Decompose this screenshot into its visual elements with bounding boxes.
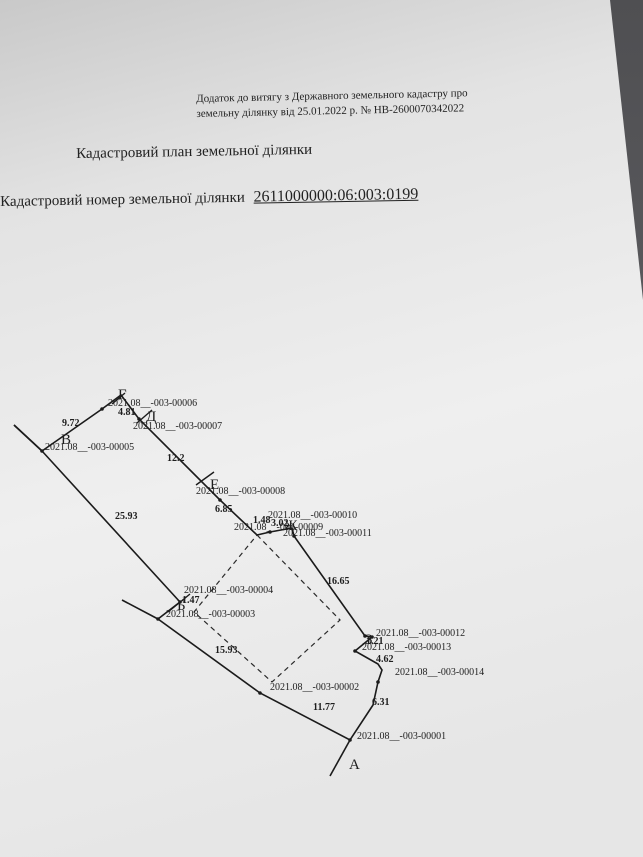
boundary-extension-v: [13, 424, 43, 452]
distance-label: 11.77: [313, 702, 335, 713]
point-label: 2021.08__-003-00006: [108, 398, 197, 409]
vertex-letter-v: В: [61, 432, 71, 448]
distance-label: 1.47: [182, 595, 200, 606]
tick-e: [195, 471, 215, 486]
boundary-extension-b: [121, 599, 159, 620]
point-label: 2021.08__-003-00004: [184, 585, 273, 596]
point-label: 2021.08__-003-00007: [133, 421, 222, 432]
distance-label: 1.21: [366, 636, 384, 647]
parcel-boundary: [13, 393, 383, 742]
distance-label: 16.65: [327, 576, 350, 587]
distance-label: 12.2: [167, 453, 185, 464]
vertex-letter-d: Д: [146, 409, 156, 425]
distance-label: 15.93: [215, 645, 238, 656]
point-label: 2021.08__-003-00011: [283, 528, 372, 539]
distance-label: 6.31: [372, 697, 390, 708]
point-label: 2021.08__-003-00009: [234, 522, 323, 533]
point-label: 2021.08__-003-00014: [395, 667, 484, 678]
point-label: 2021.08__-003-00008: [196, 486, 285, 497]
distance-label: 3.02: [271, 518, 289, 529]
building-outline: [193, 534, 341, 683]
distance-label: 1.48: [253, 515, 271, 526]
point-label: 2021.08__-003-00005: [45, 442, 134, 453]
distance-label: 4.81: [118, 407, 136, 418]
vertex-letter-g: Г: [118, 387, 127, 403]
distance-label: 25.93: [115, 511, 138, 522]
point-label: 2021.08__-003-00001: [357, 731, 446, 742]
tick-g: [111, 392, 126, 405]
vertex-letter-z: З: [365, 632, 373, 648]
tick-d: [136, 409, 153, 424]
point-label: 2021.08__-003-00003: [166, 609, 255, 620]
vertex-letter-zh: Ж: [284, 518, 298, 534]
vertex-letter-a: А: [349, 757, 360, 773]
vertex-letter-b: Б: [177, 598, 186, 614]
point-label: 2021.08__-003-00013: [362, 642, 451, 653]
distance-label: 4.62: [376, 654, 394, 665]
distance-label: 6.85: [215, 504, 233, 515]
point-label: 2021.08__-003-00012: [376, 628, 465, 639]
vertex-markers: [40, 407, 380, 742]
point-label: 2021.08__-003-00002: [270, 682, 359, 693]
boundary-extension-a: [329, 739, 351, 777]
vertex-letter-e: Е: [210, 477, 219, 493]
distance-label: 9.72: [62, 418, 80, 429]
point-label: 2021.08__-003-00010: [268, 510, 357, 521]
